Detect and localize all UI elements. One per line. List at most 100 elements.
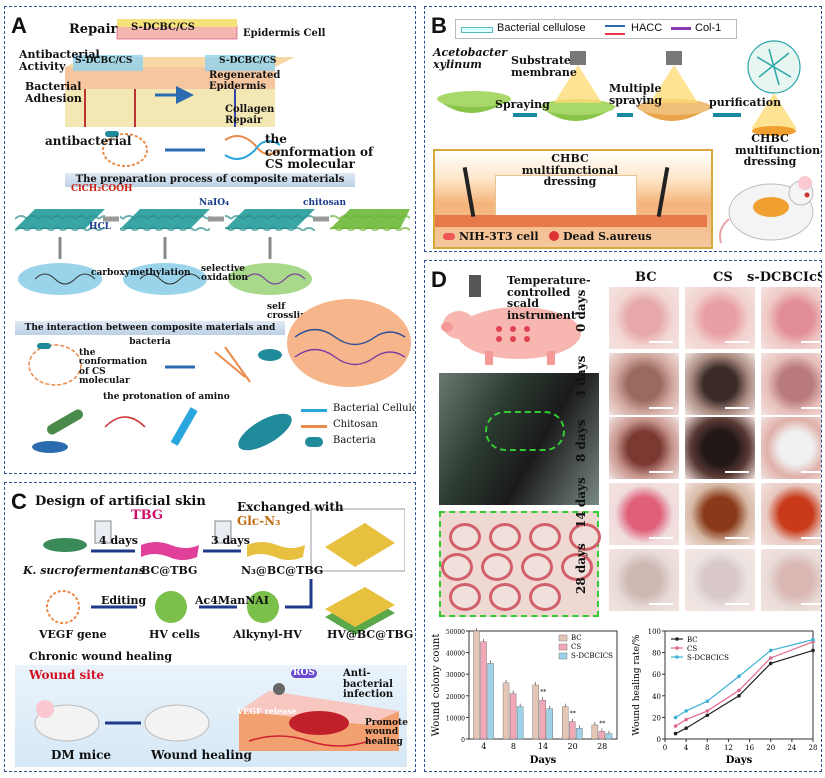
col-header-cs: CS: [713, 270, 733, 285]
membrane-sequence: [15, 209, 410, 295]
bar: [598, 731, 606, 740]
regenerated-epidermis-label: Regenerated Epidermis: [209, 70, 281, 92]
bar: [591, 724, 599, 740]
crosslinked-structure: [287, 299, 411, 387]
y-axis-label: Wound healing rate/%: [632, 634, 642, 736]
series-line: [675, 641, 814, 727]
spraying-process: [437, 40, 801, 136]
bar: [546, 708, 553, 740]
chronic-label: Chronic wound healing: [29, 650, 173, 663]
interaction-banner: The interaction between composite materi…: [15, 321, 285, 347]
legend-label: BC: [571, 634, 582, 642]
data-point: [684, 709, 688, 713]
wound-healing-label: Wound healing: [151, 748, 252, 762]
scale-bar: [649, 537, 673, 539]
bar: [605, 733, 613, 740]
legend-label: Bacterial Cellulose: [333, 403, 415, 414]
data-point: [737, 674, 741, 679]
y-tick-label: 10000: [446, 715, 465, 722]
wound-site-label: Wound site: [29, 668, 105, 682]
exchanged-label: Exchanged with: [237, 500, 344, 514]
chitosan-arrow-label: chitosan: [303, 198, 347, 208]
wound-photo: [609, 483, 679, 545]
mice-and-skin: [34, 683, 399, 751]
legend-swatch-chitosan: [301, 425, 327, 428]
burn-mark: [449, 523, 481, 551]
design-label: Design of artificial skin: [35, 494, 206, 509]
wound-photo: [609, 417, 679, 479]
vegf-gene-label: VEGF gene: [39, 628, 107, 641]
row-label: 4 days: [574, 355, 588, 398]
row-label: 14 days: [574, 477, 588, 528]
data-point: [673, 715, 678, 720]
x-axis-label: Days: [530, 755, 557, 766]
legend-swatch-bacteria: [305, 437, 323, 447]
conformation-label: the conformation of CS molecular: [265, 132, 374, 172]
scale-bar: [649, 471, 673, 473]
legend-marker: [675, 637, 679, 641]
panel-d: D Temperature-controlled scald instrumen…: [424, 260, 822, 772]
bar: [480, 641, 487, 740]
dressing-bottom-layer: [435, 215, 707, 227]
col1-legend-icon: [671, 27, 691, 30]
dm-mice-label: DM mice: [51, 748, 112, 762]
hacc-legend-label: HACC: [631, 22, 663, 34]
legend-label: S-DCBCICS: [687, 654, 729, 662]
scale-bar: [725, 537, 749, 539]
clch2cooh-label: ClCH₂COOH: [71, 184, 133, 194]
burn-mark: [529, 583, 561, 611]
bc-legend-label: Bacterial cellulose: [497, 22, 586, 34]
tbg-label: TBG: [131, 508, 164, 523]
wound-photo: [761, 353, 821, 415]
k-suc-label: K. sucrofermentans: [23, 564, 145, 577]
y-tick-label: 60: [652, 671, 661, 679]
sdcbc-left-label: S-DCBC/CS: [75, 56, 133, 66]
substrate-label: Substrate membrane: [511, 54, 577, 79]
nih-cell-icon: [443, 233, 455, 240]
bar: [509, 693, 517, 740]
burn-mark: [441, 553, 473, 581]
scale-bar: [649, 341, 673, 343]
promote-label: Promote wound healing: [365, 718, 408, 747]
burn-mark: [489, 523, 521, 551]
legend-swatch: [558, 652, 568, 660]
x-tick-label: 28: [597, 742, 607, 751]
legend-swatch: [558, 634, 568, 642]
wound-photo: [685, 483, 755, 545]
wound-photo: [685, 417, 755, 479]
x-tick-label: 4: [684, 744, 689, 752]
acetobacter-label: Acetobacter xylinum: [433, 46, 508, 71]
n3-bc-tbg-label: N₃@BC@TBG: [241, 564, 324, 577]
self-crosslinking-label: self crosslinking: [267, 302, 330, 322]
x-tick-label: 8: [511, 742, 516, 751]
wound-photo: [685, 353, 755, 415]
data-point: [811, 648, 815, 653]
scald-label: Temperature-controlled scald instrument: [507, 274, 591, 322]
ac4-label: Ac4ManNAI: [195, 594, 269, 607]
legend-label: S-DCBCICS: [571, 652, 613, 660]
hv-cells-label: HV cells: [149, 628, 201, 641]
y-tick-label: 20000: [446, 694, 465, 701]
conformation2-label: the conformation of CS molecular: [79, 348, 148, 387]
scale-bar: [725, 341, 749, 343]
four-days-label: 4 days: [99, 534, 138, 547]
data-point: [684, 717, 688, 722]
artificial-skin-flow: [43, 508, 405, 635]
series-line: [675, 639, 814, 718]
data-point: [705, 713, 710, 718]
panel-c: C Design of artificial skin TBG Exchange…: [4, 482, 416, 772]
legend-swatch: [558, 643, 568, 651]
cs-conformation-illustration: [102, 131, 281, 167]
interaction-illustration: [28, 343, 292, 453]
plot-frame: [664, 630, 814, 740]
alkynyl-label: Alkynyl-HV: [233, 628, 302, 641]
x-tick-label: 12: [724, 744, 733, 752]
wound-photo: [761, 549, 821, 611]
anti-bac-label: Anti-bacterial infection: [343, 668, 394, 700]
dead-label: Dead S.aureus: [563, 230, 652, 243]
scale-bar: [801, 471, 821, 473]
x-tick-label: 20: [766, 744, 775, 752]
data-point: [673, 724, 678, 728]
burn-mark: [521, 553, 553, 581]
hcl-label: HCL: [89, 222, 111, 232]
